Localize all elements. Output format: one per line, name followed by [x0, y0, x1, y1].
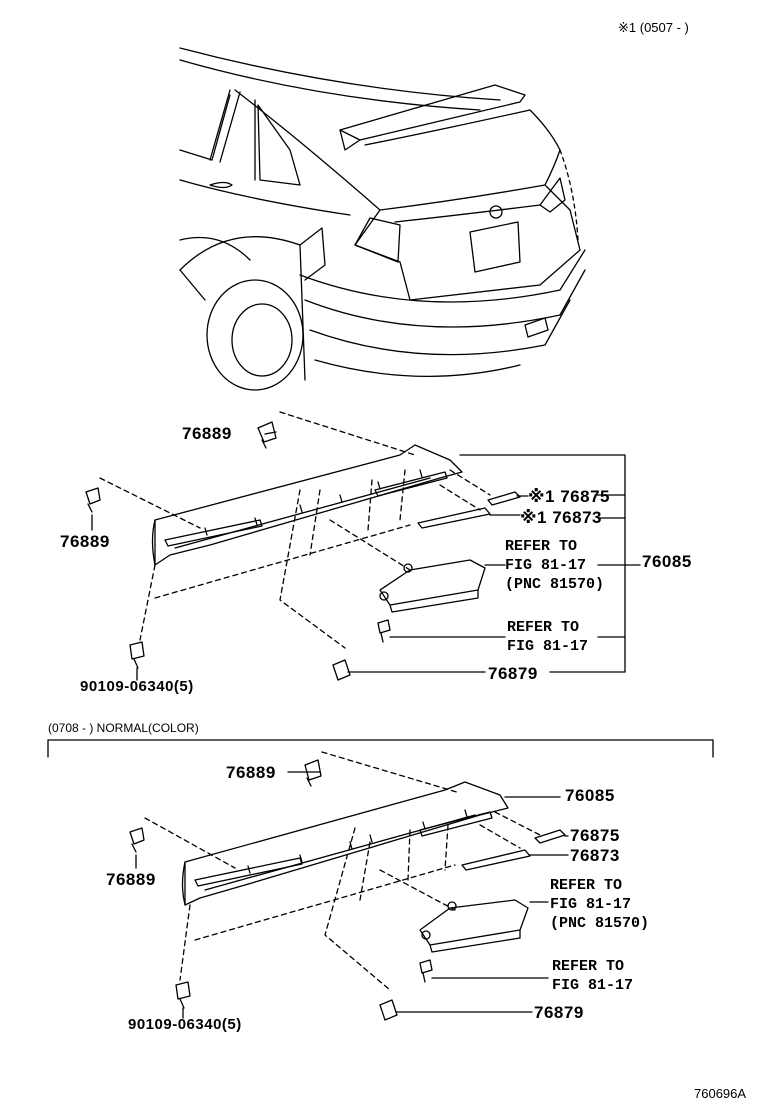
section-caption: (0708 - ) NORMAL(COLOR) — [48, 721, 199, 735]
top-exploded-view — [85, 411, 641, 681]
part-number-clip-left: 76889 — [60, 532, 110, 551]
section-bracket — [47, 739, 714, 758]
part-number-clip-left-2: 76889 — [106, 870, 156, 889]
part-number-bolt-2: 90109-06340(5) — [128, 1016, 242, 1033]
version-note: ※1 (0507 - ) — [618, 20, 689, 35]
bottom-exploded-view — [129, 751, 569, 1021]
figure-code: 760696A — [694, 1086, 747, 1101]
part-number-spoiler-assy-2: 76085 — [565, 786, 615, 805]
part-number-gasket-b: ※1 76873 — [520, 508, 602, 527]
part-number-gasket-b-2: 76873 — [570, 846, 620, 865]
screw-reference-note: REFER TO FIG 81-17 — [507, 619, 589, 655]
part-number-gasket-a: ※1 76875 — [528, 487, 610, 506]
lamp-reference-note: REFER TO FIG 81-17 (PNC 81570) — [505, 538, 605, 593]
part-number-clip-top-2: 76889 — [226, 763, 276, 782]
part-number-nut: 76879 — [488, 664, 538, 683]
part-number-gasket-a-2: 76875 — [570, 826, 620, 845]
screw-reference-note-2: REFER TO FIG 81-17 — [552, 958, 634, 994]
part-number-nut-2: 76879 — [534, 1003, 584, 1022]
part-number-clip-top: 76889 — [182, 424, 232, 443]
part-number-bolt: 90109-06340(5) — [80, 678, 194, 695]
vehicle-rear-illustration — [179, 47, 586, 391]
lamp-reference-note-2: REFER TO FIG 81-17 (PNC 81570) — [550, 877, 650, 932]
part-number-spoiler-assy: 76085 — [642, 552, 692, 571]
